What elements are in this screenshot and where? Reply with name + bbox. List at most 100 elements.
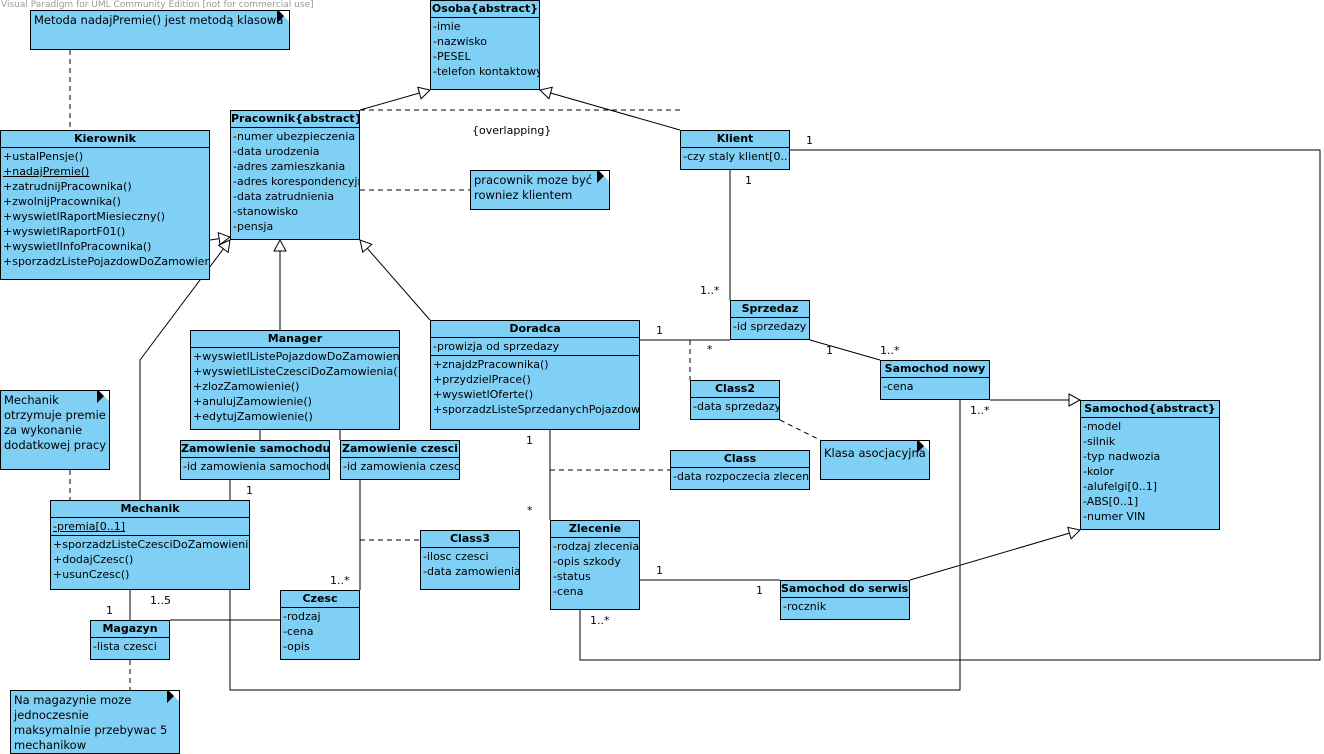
class-zamowienie-samochodu[interactable]: Zamowienie samochodu-id zamowienia samoc…	[180, 440, 330, 480]
class-attribute: -data sprzedazy	[693, 400, 780, 413]
note-nadaj-premie[interactable]: Metoda nadajPremie() jest metodą klasowa	[30, 10, 290, 50]
gen-doradca-pracownik	[359, 239, 431, 321]
class-compartment: -numer ubezpieczenia -data urodzenia -adre…	[231, 128, 359, 235]
class-attribute: -typ nadwozia	[1083, 450, 1161, 463]
class-attribute: -data urodzenia	[233, 145, 320, 158]
class-attribute: -prowizja od sprzedazy	[433, 340, 560, 353]
note-klasa-asocjacyjna[interactable]: Klasa asocjacyjna	[820, 440, 930, 480]
class-attribute: -id zamowienia czesci	[343, 460, 460, 473]
note-text: pracownik moze być	[474, 173, 593, 187]
class-czesc[interactable]: Czesc-rodzaj-cena-opis	[280, 590, 360, 660]
label-overlapping: {overlapping}	[472, 124, 552, 137]
class-attribute: -premia[0..1]	[53, 520, 126, 533]
note-text: otrzymuje premie	[4, 408, 106, 422]
class-compartment: -lista czesci	[91, 638, 169, 655]
note-text: Mechanik	[4, 393, 59, 407]
class-attribute: -ilosc czesci	[423, 550, 489, 563]
class-class[interactable]: Class -data rozpoczecia zlecenia	[670, 450, 810, 490]
class-osoba[interactable]: Osoba{abstract}-imie-nazwisko-PESEL-tele…	[430, 0, 540, 90]
class-name: Samochod{abstract}	[1081, 401, 1219, 418]
class-class3[interactable]: Class3 -ilosc czesci -data zamowienia	[420, 530, 520, 590]
class-name: Class3	[421, 531, 519, 548]
class-attribute: -silnik	[1083, 435, 1116, 448]
class-attribute: -imie	[433, 20, 461, 33]
multiplicity: *	[707, 343, 713, 356]
class-attribute: -telefon kontaktowy	[433, 65, 540, 78]
class-compartment: -premia[0..1]	[51, 518, 249, 535]
class-attribute: -data zamowienia	[423, 565, 520, 578]
class-name: Zamowienie czesci	[341, 441, 459, 458]
class-compartment: +sporzadzListeCzesciDoZamowienia() +dodaj…	[51, 535, 249, 583]
class-compartment: -cena	[881, 378, 989, 395]
class-compartment: +wyswietlListePojazdowDoZamowienia()+wys…	[191, 348, 399, 425]
class-attribute: -numer ubezpieczenia	[233, 130, 356, 143]
class-attribute: -opis	[283, 640, 310, 653]
class-attribute: -stanowisko	[233, 205, 298, 218]
multiplicity: 1..*	[330, 574, 350, 587]
class-compartment: -ilosc czesci -data zamowienia	[421, 548, 519, 580]
class-name: Samochod do serwisu	[781, 581, 909, 598]
class-name: Class	[671, 451, 809, 468]
class-name: Pracownik{abstract}	[231, 111, 359, 128]
class-attribute: -adres zamieszkania	[233, 160, 346, 173]
class-mechanik[interactable]: Mechanik -premia[0..1] +sporzadzListeCzesc…	[50, 500, 250, 590]
class-operation: +anulujZamowienie()	[193, 395, 312, 408]
class-name: Mechanik	[51, 501, 249, 518]
class-zlecenie[interactable]: Zlecenie-rodzaj zlecenia-opis szkody-sta…	[550, 520, 640, 610]
multiplicity: 1..*	[880, 344, 900, 357]
class-attribute: -lista czesci	[93, 640, 157, 653]
class-klient[interactable]: Klient-czy staly klient[0..1]	[680, 130, 790, 170]
class-compartment: -czy staly klient[0..1]	[681, 148, 789, 165]
class-name: Zamowienie samochodu	[181, 441, 329, 458]
class-attribute: -rodzaj	[283, 610, 321, 623]
gen-samserw-samochod	[909, 526, 1082, 581]
class-doradca[interactable]: Doradca-prowizja od sprzedazy+znajdzPrac…	[430, 320, 640, 430]
class-kierownik[interactable]: Kierownik+ustalPensje()+nadajPremie()+za…	[0, 130, 210, 280]
class-attribute: -kolor	[1083, 465, 1114, 478]
class-samochod[interactable]: Samochod{abstract}-model-silnik-typ nadw…	[1080, 400, 1220, 530]
class-zamowienie-czesci[interactable]: Zamowienie czesci -id zamowienia czesci	[340, 440, 460, 480]
class-compartment: -data sprzedazy	[691, 398, 779, 415]
class-operation: +wyswietlListePojazdowDoZamowienia()	[193, 350, 400, 363]
class-attribute: -cena	[283, 625, 314, 638]
class-compartment: -id zamowienia czesci	[341, 458, 459, 475]
class-compartment: -prowizja od sprzedazy	[431, 338, 639, 355]
class-manager[interactable]: Manager+wyswietlListePojazdowDoZamowieni…	[190, 330, 400, 430]
assoc-klient-zlecenie	[579, 149, 1321, 661]
class-name: Manager	[191, 331, 399, 348]
class-compartment: +ustalPensje()+nadajPremie()+zatrudnijPr…	[1, 148, 209, 270]
class-name: Osoba{abstract}	[431, 1, 539, 18]
multiplicity: *	[527, 504, 533, 517]
multiplicity: 1..*	[970, 404, 990, 417]
class-compartment: -id zamowienia samochodu	[181, 458, 329, 475]
class-samochod-do-serwisu[interactable]: Samochod do serwisu-rocznik	[780, 580, 910, 620]
class-name: Samochod nowy	[881, 361, 989, 378]
class-name: Kierownik	[1, 131, 209, 148]
class-operation: +dodajCzesc()	[53, 553, 134, 566]
multiplicity: 1	[806, 134, 813, 147]
class-operation: +zwolnijPracownika()	[3, 195, 121, 208]
class-sprzedaz[interactable]: Sprzedaz-id sprzedazy	[730, 300, 810, 340]
note-text: Na magazynie moze	[14, 693, 132, 707]
class-operation: +sporzadzListeCzesciDoZamowienia()	[53, 538, 250, 551]
class-pracownik[interactable]: Pracownik{abstract}-numer ubezpieczenia-…	[230, 110, 360, 240]
multiplicity: 1	[656, 564, 663, 577]
class-samochod-nowy[interactable]: Samochod nowy-cena	[880, 360, 990, 400]
class-attribute: -data zatrudnienia	[233, 190, 335, 203]
class-class2[interactable]: Class2-data sprzedazy	[690, 380, 780, 420]
class-operation: +zatrudnijPracownika()	[3, 180, 132, 193]
class-operation: +wyswietlRaportF01()	[3, 225, 126, 238]
multiplicity: 1	[526, 434, 533, 447]
class-operation: +sporzadzListePojazdowDoZamowienia()	[3, 255, 210, 268]
class-attribute: -adres korespondencyjny	[233, 175, 360, 188]
class-name: Zlecenie	[551, 521, 639, 538]
class-attribute: -alufelgi[0..1]	[1083, 480, 1158, 493]
class-magazyn[interactable]: Magazyn-lista czesci	[90, 620, 170, 660]
note-text: za wykonanie	[4, 423, 83, 437]
multiplicity: 1	[656, 324, 663, 337]
class-attribute: -data rozpoczecia zlecenia	[673, 470, 810, 483]
